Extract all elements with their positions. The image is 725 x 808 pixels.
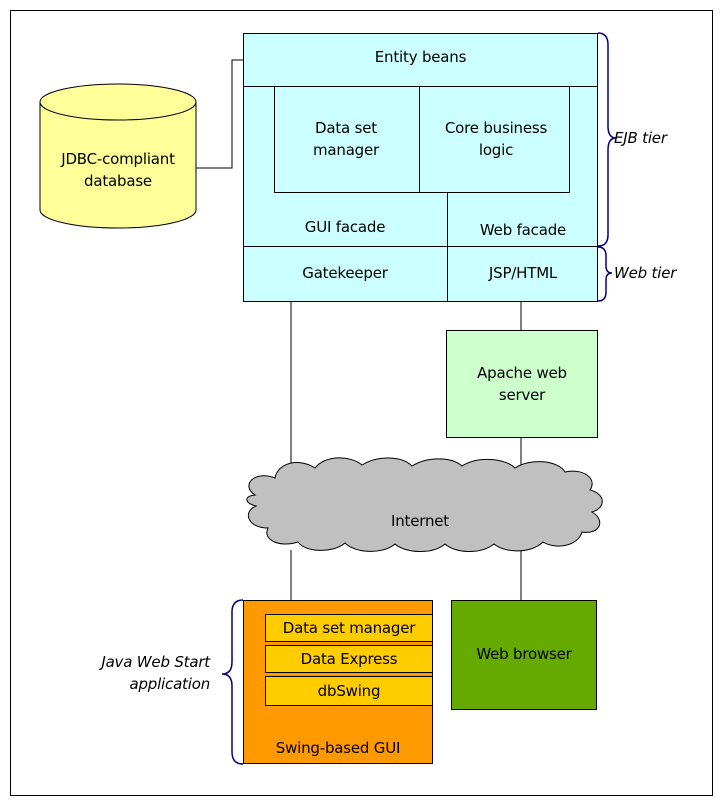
web-tier-brace — [597, 246, 613, 302]
core-box-divider — [419, 86, 420, 193]
data-set-manager-label: Data set manager — [312, 119, 380, 159]
ejb-tier-brace — [597, 32, 617, 247]
app-data-set-manager-label: Data set manager — [282, 619, 416, 637]
internet-cloud — [246, 457, 603, 552]
jws-label: Java Web Start application — [101, 653, 210, 693]
database-cylinder — [39, 83, 197, 229]
internet-label: Internet — [391, 512, 449, 530]
gui-facade-label: GUI facade — [304, 218, 386, 236]
dbswing-label: dbSwing — [317, 682, 381, 700]
diagram-frame — [10, 10, 713, 796]
ejb-tier-label: EJB tier — [614, 129, 667, 147]
jsp-html-label: JSP/HTML — [488, 264, 558, 282]
entity-beans-label: Entity beans — [374, 48, 467, 66]
web-browser-label: Web browser — [476, 645, 572, 663]
data-express-label: Data Express — [300, 650, 398, 668]
db-connector-line — [195, 59, 244, 169]
app-data-set-manager-box — [265, 614, 433, 642]
swing-gui-label: Swing-based GUI — [275, 739, 401, 757]
apache-box — [446, 330, 598, 438]
gatekeeper-label: Gatekeeper — [302, 264, 388, 282]
dbswing-box — [265, 676, 433, 706]
core-business-logic-label: Core business logic — [444, 119, 548, 159]
data-express-box — [265, 645, 433, 673]
core-box — [274, 86, 570, 193]
database-label: JDBC-compliant database — [61, 150, 175, 190]
jws-brace — [221, 599, 244, 765]
web-facade-label: Web facade — [479, 221, 567, 239]
facade-divider — [447, 193, 448, 302]
web-tier-divider — [243, 246, 598, 247]
web-tier-label: Web tier — [614, 264, 677, 282]
apache-label: Apache web server — [477, 364, 567, 404]
web-browser-box — [451, 600, 597, 710]
